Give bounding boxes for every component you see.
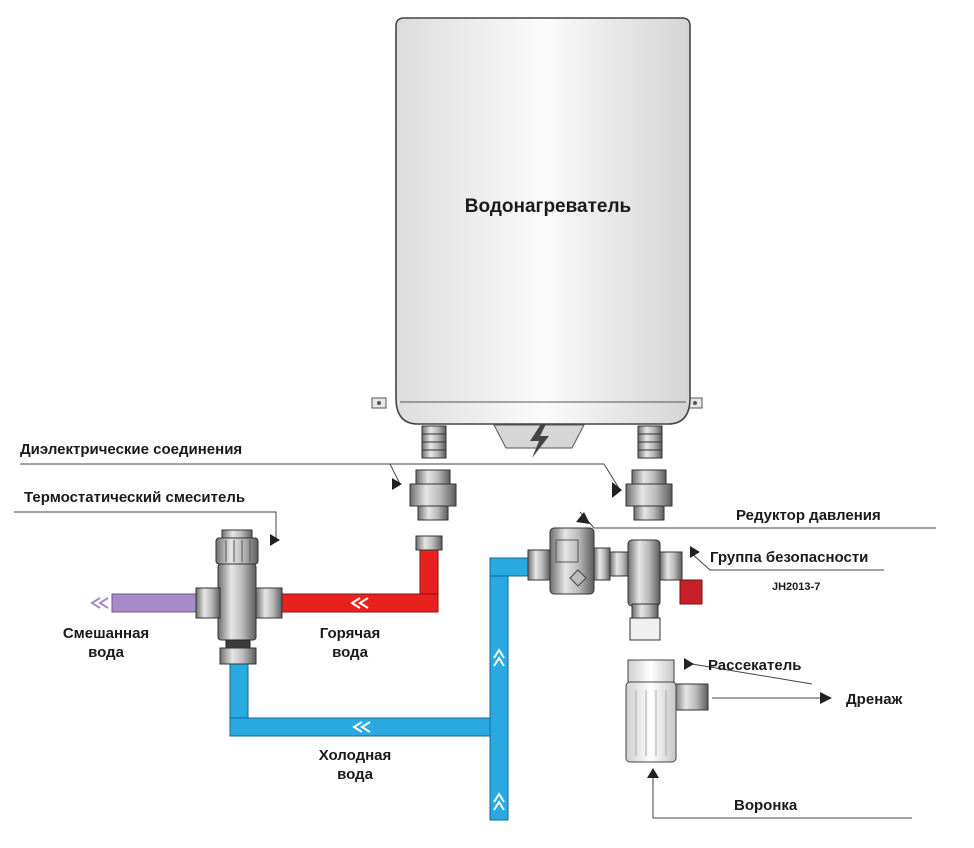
label-cold-water: Холодная вода: [300, 746, 410, 784]
label-splitter: Рассекатель: [708, 657, 802, 674]
label-cold-water-line1: Холодная: [318, 747, 392, 764]
label-hot-water-line1: Горячая: [319, 625, 381, 642]
dielectric-fitting-left: [409, 469, 457, 521]
drain-funnel: [625, 659, 709, 763]
leader-arrowheads: [270, 478, 832, 778]
label-pressure-reducer: Редуктор давления: [736, 507, 881, 524]
label-cold-water-line2: вода: [337, 766, 373, 783]
pressure-reducer: [527, 527, 611, 595]
label-hot-water-line2: вода: [332, 644, 368, 661]
label-drain: Дренаж: [846, 691, 903, 708]
heater-nipple-left: [421, 425, 447, 459]
dielectric-fitting-right: [625, 469, 673, 521]
heater-nipple-right: [637, 425, 663, 459]
safety-valve-lever: [679, 579, 703, 605]
label-dielectric-connections: Диэлектрические соединения: [20, 441, 243, 458]
label-mixed-water: Смешанная вода: [36, 624, 176, 662]
label-thermostatic-mixer: Термостатический смеситель: [24, 489, 246, 506]
label-model: JH2013-7: [772, 581, 821, 593]
cold-water-pipe: [229, 557, 531, 821]
water-heater: [371, 17, 703, 458]
label-mixed-water-line2: вода: [88, 644, 124, 661]
label-hot-water: Горячая вода: [300, 624, 400, 662]
hot-water-pipe: [279, 547, 439, 613]
label-funnel: Воронка: [734, 797, 798, 814]
lightning-icon: [530, 424, 549, 458]
hot-pipe-fitting: [415, 535, 443, 551]
label-mixed-water-line1: Смешанная: [62, 625, 150, 642]
heater-title: Водонагреватель: [464, 196, 632, 217]
label-safety-group: Группа безопасности: [710, 549, 869, 566]
mixed-water-pipe: [111, 593, 197, 613]
flow-arrows: [90, 597, 505, 811]
leader-lines: [14, 463, 936, 819]
thermostatic-mixer: [195, 529, 283, 665]
safety-group: [609, 539, 703, 641]
